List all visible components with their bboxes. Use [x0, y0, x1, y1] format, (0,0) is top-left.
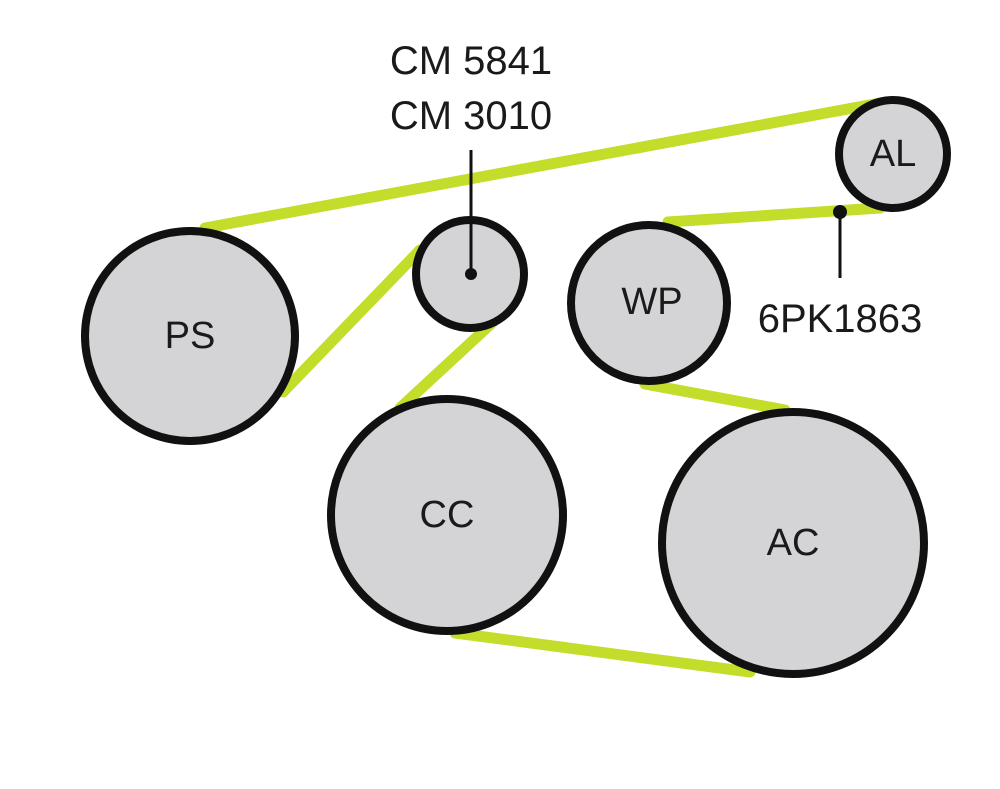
belt-segment-ps-idler — [277, 244, 426, 398]
belt-callout: 6PK1863 — [758, 205, 923, 341]
belt — [199, 97, 886, 678]
pulley-wp-label: WP — [621, 281, 682, 323]
belt-segment-wp-al — [662, 202, 886, 228]
pulley-al-circle — [835, 96, 951, 212]
belt-segment-ps-al — [199, 97, 886, 234]
pulley-wp: WP — [567, 221, 731, 385]
pulley-al: AL — [835, 96, 951, 212]
tensioner-callout-dot — [465, 268, 477, 280]
pulley-ps: PS — [81, 227, 299, 445]
pulley-ac: AC — [658, 408, 928, 678]
belt-segment-idler-cc — [394, 316, 499, 414]
pulley-ps-circle — [81, 227, 299, 445]
tensioner-callout: CM 5841 CM 3010 — [390, 39, 552, 280]
belt-segment-wp-ac — [639, 378, 791, 416]
belt-part-label: 6PK1863 — [758, 297, 923, 341]
pulley-ac-label: AC — [767, 522, 820, 564]
pulley-al-label: AL — [870, 133, 916, 175]
belt-segment-cc-ac — [449, 627, 756, 678]
tensioner-part-label-1: CM 5841 — [390, 39, 552, 83]
pulley-ac-circle — [658, 408, 928, 678]
pulley-cc-label: CC — [420, 494, 475, 536]
pulley-wp-circle — [567, 221, 731, 385]
pulley-ps-label: PS — [165, 315, 216, 357]
pulley-cc: CC — [327, 395, 567, 635]
pulley-cc-circle — [327, 395, 567, 635]
tensioner-part-label-2: CM 3010 — [390, 94, 552, 138]
belt-callout-dot — [833, 205, 847, 219]
